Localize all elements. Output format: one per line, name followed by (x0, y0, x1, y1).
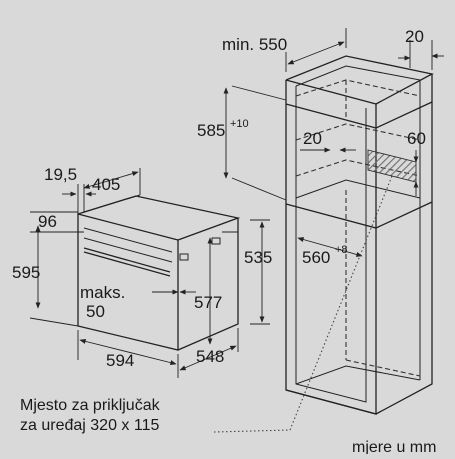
label-595: 595 (12, 263, 40, 282)
label-maks: maks. (80, 283, 125, 302)
units-note: mjere u mm (352, 439, 436, 454)
oven-dimensions (29, 168, 270, 378)
label-594: 594 (106, 351, 134, 370)
connection-leader-line (213, 175, 393, 433)
installation-diagram: min. 550 20 585 +10 20 60 560 +8 19,5 40… (12, 27, 444, 454)
label-60: 60 (407, 129, 426, 148)
label-585: 585 (197, 121, 225, 140)
label-min-550: min. 550 (222, 35, 287, 54)
oven (77, 194, 241, 351)
connection-note-line2: za uređaj 320 x 115 (20, 417, 159, 434)
label-96: 96 (38, 212, 57, 231)
label-577: 577 (194, 293, 222, 312)
label-20-top: 20 (405, 27, 424, 46)
label-535: 535 (244, 248, 272, 267)
label-560-tolerance: +8 (335, 244, 348, 256)
cabinet-dimensions (223, 28, 444, 257)
label-405: 405 (92, 175, 120, 194)
label-560: 560 (302, 248, 330, 267)
label-20-middle: 20 (303, 129, 322, 148)
label-585-tolerance: +10 (230, 118, 249, 130)
cabinet (285, 55, 434, 415)
connection-note-line1: Mjesto za priključak (20, 397, 161, 414)
label-19-5: 19,5 (44, 165, 77, 184)
label-548: 548 (196, 347, 224, 366)
label-maks-50: 50 (86, 302, 105, 321)
